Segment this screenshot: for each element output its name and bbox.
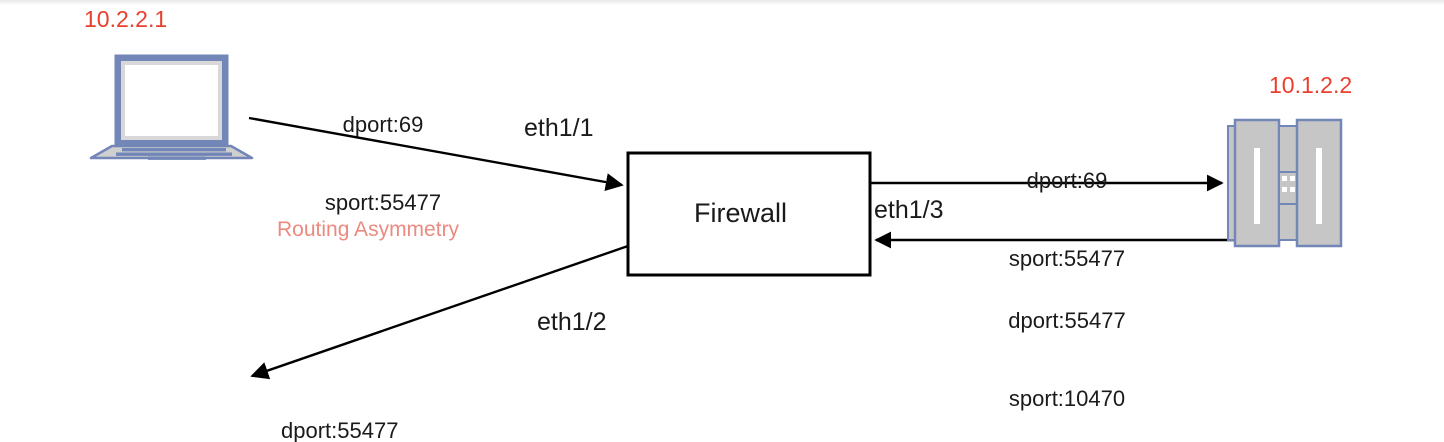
page-top-edge (0, 0, 1444, 5)
arrow-client-to-firewall (248, 116, 624, 191)
flow-dport-label: dport:55477 (281, 417, 399, 442)
flow-firewall-to-server-ports: dport:69 sport:55477 (967, 116, 1167, 324)
flow-client-to-firewall-ports: dport:69 sport:55477 (288, 60, 478, 268)
arrow-firewall-to-client (250, 244, 629, 380)
firewall-label: Firewall (694, 198, 788, 228)
server-ip-label: 10.1.2.2 (1269, 72, 1353, 98)
flow-dport-label: dport:69 (1026, 167, 1108, 193)
interface-label-eth1-2: eth1/2 (537, 308, 607, 336)
flow-server-to-firewall-ports: dport:55477 sport:10470 (967, 256, 1167, 442)
flow-sport-label: sport:55477 (1008, 245, 1126, 271)
routing-asymmetry-note: Routing Asymmetry (277, 218, 460, 241)
flow-firewall-to-client-ports: dport:55477 sport:10470 (281, 366, 501, 442)
flow-dport-label: dport:69 (342, 111, 424, 137)
interface-label-eth1-1: eth1/1 (524, 114, 594, 142)
client-ip-label: 10.2.2.1 (84, 6, 168, 32)
flow-sport-label: sport:10470 (1008, 385, 1126, 411)
flow-sport-label: sport:55477 (324, 189, 442, 215)
flow-dport-label: dport:55477 (1008, 307, 1126, 333)
interface-label-eth1-3: eth1/3 (874, 196, 944, 224)
